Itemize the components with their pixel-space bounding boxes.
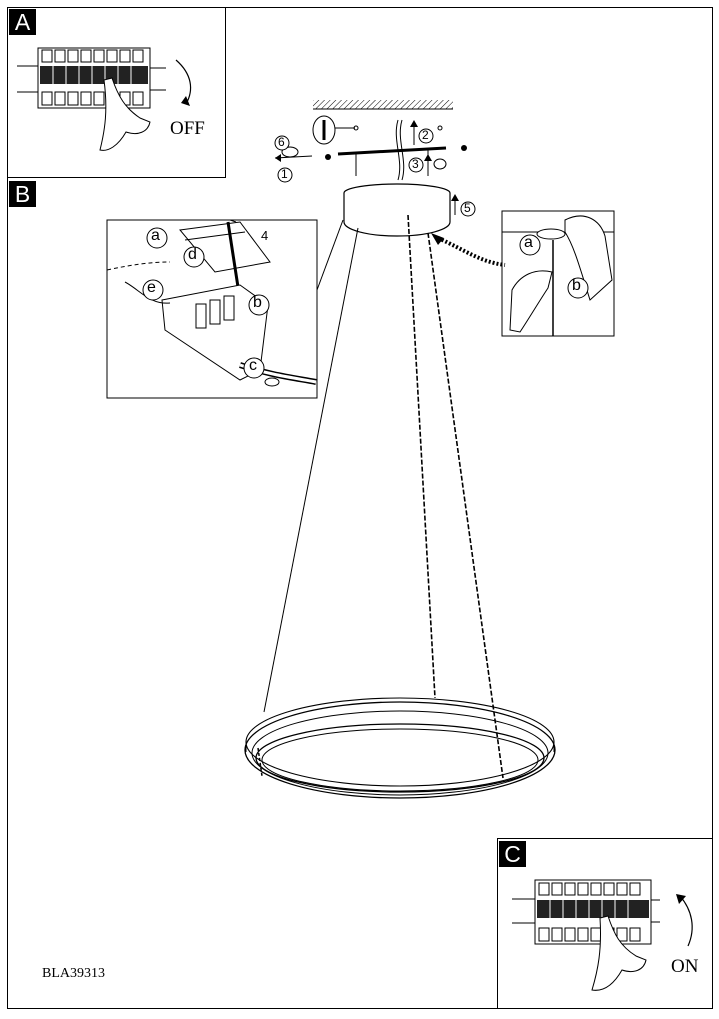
callout-circle-terminal-b [248,294,270,316]
callout-5: 5 [464,201,471,215]
panel-a [7,7,226,178]
callout-4: 4 [261,228,269,243]
model-code: BLA39313 [42,966,105,981]
callout-circle-terminal-e [142,279,164,301]
step-label-a: A [9,9,36,35]
callout-circle-3 [408,157,424,173]
terminal-label-a: a [151,227,160,244]
callout-circle-terminal-d [183,246,205,268]
terminal-label-b: b [253,294,262,311]
callout-circle-canopy-a [519,234,541,256]
terminal-label-e: e [147,279,156,296]
callout-circle-6 [274,135,290,151]
step-label-c: C [499,841,526,867]
terminal-inset [106,219,344,399]
callout-circle-canopy-b [567,277,589,299]
terminal-label-d: d [188,246,197,263]
ceiling-bracket [274,100,467,181]
callout-3: 3 [412,157,419,171]
terminal-label-c: c [249,357,257,374]
off-label: OFF [170,118,205,139]
callout-1: 1 [281,167,288,181]
callout-circle-2 [418,128,434,144]
breaker-box-on [512,879,693,991]
step-label-b: B [9,181,36,207]
callout-circle-terminal-a [146,227,168,249]
canopy-label-a: a [524,234,533,251]
page-frame [7,7,713,1009]
on-label: ON [671,956,699,977]
callout-circle-1 [277,167,293,183]
callout-6: 6 [278,135,285,149]
pendant-light [244,183,556,799]
callout-2: 2 [422,128,429,142]
breaker-box-off [17,47,192,151]
canopy-label-b: b [572,277,581,294]
callout-circle-terminal-c [243,357,265,379]
canopy-inset [431,210,615,337]
callout-circle-5 [460,201,476,217]
panel-c [497,838,713,1009]
